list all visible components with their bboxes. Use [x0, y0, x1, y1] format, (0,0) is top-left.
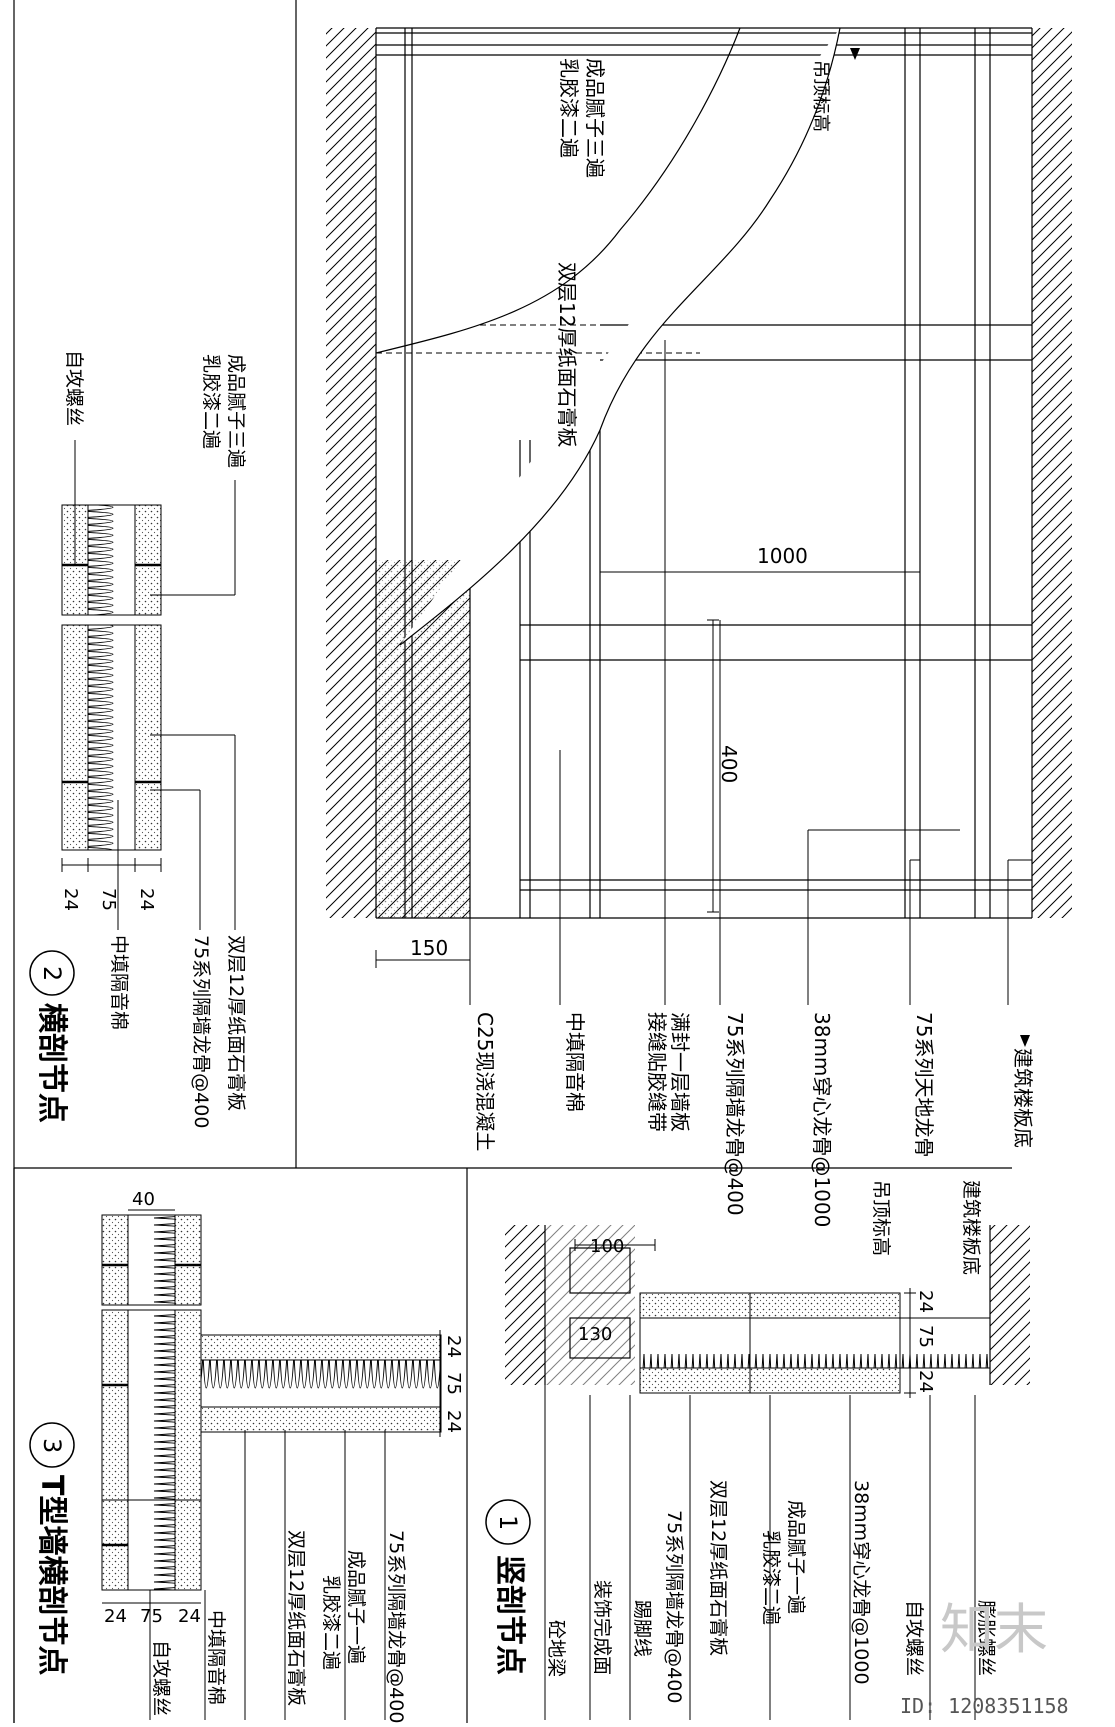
label-concrete: C25现浇混凝土: [473, 1012, 497, 1151]
sec1-label-putty: 成品腻子一遍: [785, 1500, 807, 1614]
sec1-label-ground-beam: 砼地梁: [545, 1620, 567, 1677]
sec3-dim-24a: 24: [104, 1606, 127, 1627]
label-latex-top: 乳胶漆二遍: [557, 58, 581, 158]
sec3-dim-24b: 24: [178, 1606, 201, 1627]
sec3-label-screw: 自攻螺丝: [150, 1640, 172, 1716]
sec2-label-screw: 自攻螺丝: [63, 350, 85, 426]
sheet-frame: [13, 0, 1012, 1723]
sec3-number-circle: [29, 1422, 75, 1468]
section-3-tee: 40 24 75 24 24 75 24 自攻螺丝 中填隔音棉 双层12厚纸面石…: [29, 1189, 464, 1723]
sec2-label-rockwool: 中填隔音棉: [108, 935, 130, 1030]
label-rockwool-main: 中填隔音棉: [563, 1012, 587, 1112]
sec3-label-latex: 乳胶漆二遍: [320, 1575, 342, 1670]
sec2-label-double-board: 双层12厚纸面石膏板: [225, 935, 248, 1111]
label-putty-top: 成品腻子三遍: [583, 58, 607, 178]
section-2-cross: 24 75 24 成品腻子三遍 乳胶漆二遍 自攻螺丝 双层12厚纸面石膏板 75…: [29, 350, 248, 1128]
sec1-title: 竖剖节点: [492, 1555, 527, 1675]
sec2-dim-24a: 24: [60, 888, 81, 911]
sec2-dim-75: 75: [98, 888, 119, 911]
sec1-number: 1: [494, 1515, 522, 1530]
sec1-label-double-board: 双层12厚纸面石膏板: [707, 1480, 730, 1656]
sec2-label-latex: 乳胶漆二遍: [200, 354, 222, 449]
watermark-logo: 知末: [940, 1598, 1048, 1661]
label-double-board-main: 双层12厚纸面石膏板: [555, 262, 579, 447]
dim-150: 150: [410, 936, 448, 960]
dim-1000: 1000: [757, 544, 808, 568]
label-keel-sky-ground: 75系列天地龙骨: [912, 1012, 936, 1157]
label-keel-75-400: 75系列隔墙龙骨@400: [723, 1012, 747, 1216]
sec1-label-latex: 乳胶漆二遍: [760, 1530, 782, 1625]
label-keel-38: 38mm穿心龙骨@1000: [810, 1012, 834, 1227]
sec3-dim-75: 75: [140, 1606, 163, 1627]
sec1-label-slab: 建筑楼板底: [960, 1180, 982, 1275]
sec1-label-screw: 自攻螺丝: [903, 1600, 925, 1676]
slab-marker: [1020, 1035, 1030, 1047]
sec1-number-circle: [485, 1499, 531, 1545]
watermark-id: ID: 1208351158: [900, 1694, 1069, 1718]
label-slab-bottom-main: 建筑楼板底: [1011, 1048, 1035, 1148]
sec3-dim-r24b: 24: [443, 1410, 464, 1433]
sec3-dim-r24a: 24: [443, 1335, 464, 1358]
sec3-label-putty: 成品腻子一遍: [345, 1550, 367, 1664]
sec2-number: 2: [38, 966, 66, 981]
sec1-dim-130: 130: [578, 1324, 612, 1345]
ceiling-elev-marker: [850, 48, 860, 60]
sec3-title: T型墙横剖节点: [34, 1475, 69, 1675]
section-1-vertical: 100 130 24 75 24 建筑楼板底 吊顶标高 砼地梁 装饰完成面 踢脚…: [485, 1180, 1030, 1720]
sec1-label-skirting: 踢脚线: [631, 1600, 653, 1657]
sec1-label-expansion: 膨胀螺丝: [975, 1600, 997, 1676]
sec1-dim-75: 75: [915, 1325, 936, 1348]
sec3-label-rockwool: 中填隔音棉: [205, 1610, 227, 1705]
sec3-number: 3: [38, 1438, 66, 1453]
dim-400: 400: [717, 745, 741, 783]
sec3-label-keel: 75系列隔墙龙骨@400: [385, 1530, 407, 1723]
main-elevation: 1000 400 150 成品腻子三遍 乳胶漆二遍 双层12厚纸面石膏板 吊顶标…: [326, 27, 1072, 1227]
sec2-title: 横剖节点: [34, 1003, 69, 1123]
sec1-label-keel-75: 75系列隔墙龙骨@400: [663, 1510, 685, 1703]
sec1-dim-24b: 24: [915, 1370, 936, 1393]
sec1-dim-24a: 24: [915, 1290, 936, 1313]
sec3-label-double-board: 双层12厚纸面石膏板: [285, 1530, 308, 1706]
label-ceiling-elev-main: 吊顶标高: [810, 60, 831, 132]
sec2-dim-24b: 24: [136, 888, 157, 911]
sec2-label-putty: 成品腻子三遍: [225, 354, 247, 468]
sec1-label-ceiling: 吊顶标高: [870, 1180, 892, 1256]
label-tape: 满封一层墙板: [668, 1012, 692, 1132]
label-tape2: 接缝贴胶缝带: [645, 1012, 669, 1132]
sec1-label-finish-floor: 装饰完成面: [591, 1580, 613, 1675]
sec2-label-keel: 75系列隔墙龙骨@400: [190, 935, 212, 1128]
sec1-label-keel-38: 38mm穿心龙骨@1000: [850, 1480, 872, 1685]
sec1-dim-100: 100: [590, 1236, 624, 1257]
sec3-dim-40: 40: [132, 1189, 155, 1210]
sec2-number-circle: [29, 950, 75, 996]
sec3-dim-r75: 75: [443, 1372, 464, 1395]
